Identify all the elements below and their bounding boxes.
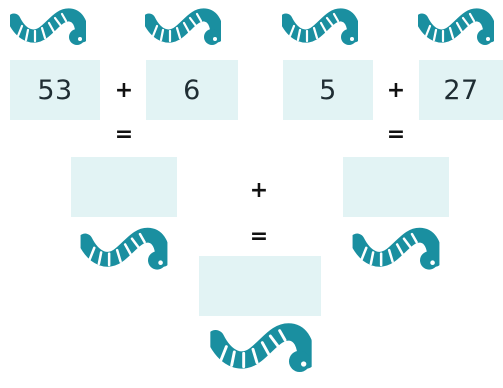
left-equals-sign: = [114,122,134,147]
final-answer-input[interactable] [199,256,321,316]
caterpillar-icon [72,225,176,273]
left-addend-a: 53 [10,60,100,120]
caterpillar-icon [418,6,494,48]
left-plus-sign: + [114,78,134,103]
caterpillar-icon [10,6,86,48]
right-answer-input[interactable] [343,157,449,217]
caterpillar-icon [145,6,221,48]
right-addend-b: 27 [419,60,503,120]
caterpillar-icon [200,320,322,376]
right-addend-a: 5 [283,60,373,120]
bottom-equals-sign: = [249,224,269,249]
caterpillar-icon [282,6,358,48]
right-equals-sign: = [386,122,406,147]
bottom-plus-sign: + [249,178,269,203]
left-addend-b: 6 [146,60,238,120]
caterpillar-icon [344,225,448,273]
left-answer-input[interactable] [71,157,177,217]
right-plus-sign: + [386,78,406,103]
